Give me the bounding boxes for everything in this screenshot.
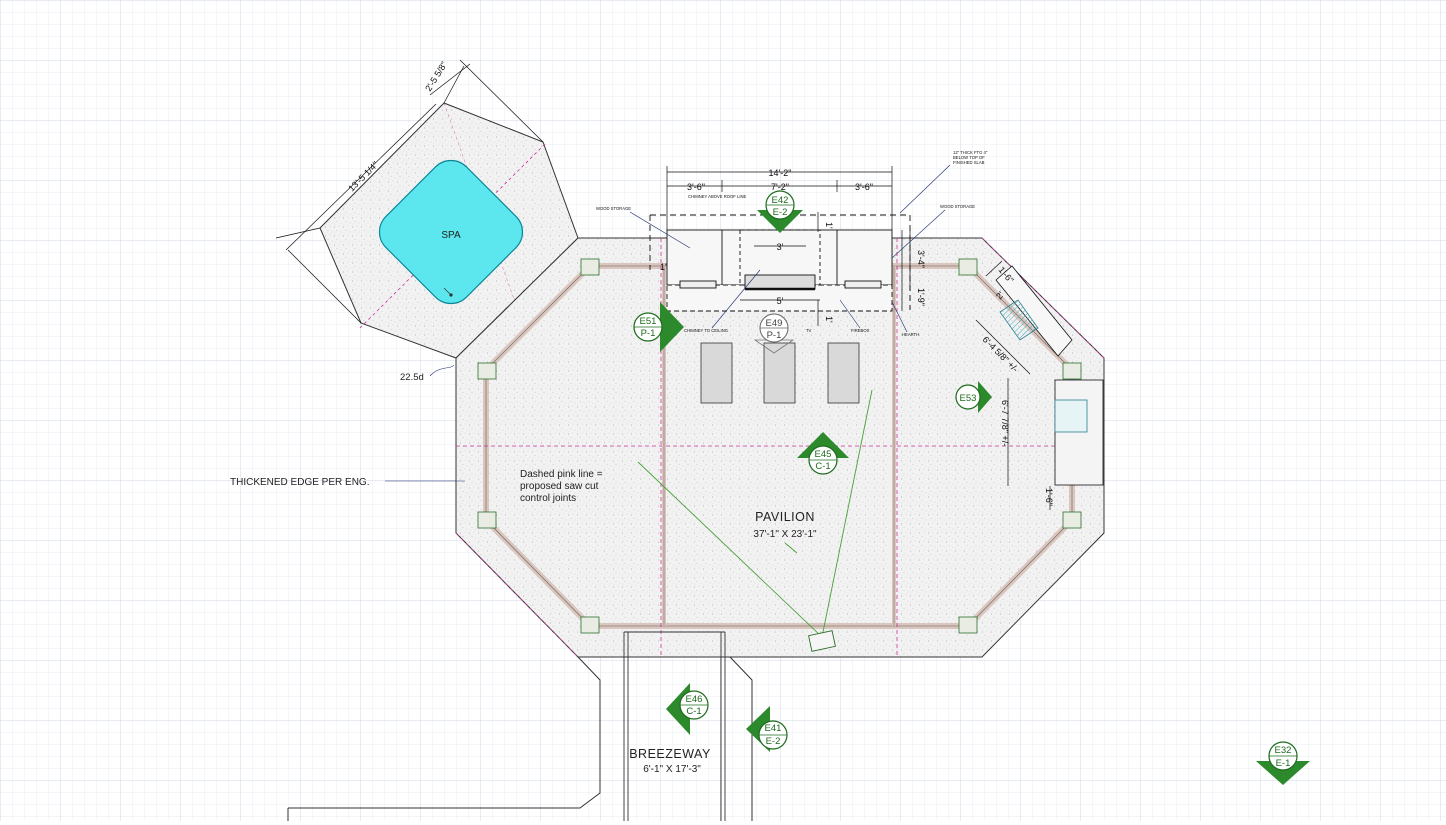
marker-e51-id: E51 — [640, 316, 657, 327]
elevation-marker-e49[interactable] — [753, 313, 795, 354]
chimney-to-ceiling-label: CHIMNEY TO CEILING — [684, 328, 728, 333]
saw-cut-note-1: Dashed pink line = — [520, 469, 603, 480]
elevation-marker-e42[interactable] — [757, 190, 803, 233]
marker-e42-sheet: E-2 — [773, 207, 788, 218]
marker-e41-sheet: E-2 — [766, 736, 781, 747]
tv-sightline — [637, 389, 873, 638]
small-one-c-dim: 1' — [824, 316, 834, 323]
marker-e51-sheet: P-1 — [641, 328, 656, 339]
angle-note: 22.5d — [400, 372, 424, 383]
marker-e32-sheet: E-1 — [1276, 758, 1291, 769]
breezeway-title: BREEZEWAY — [629, 747, 711, 761]
right-small-dim: 1'-6" — [1044, 488, 1054, 506]
fireplace-dimensions — [666, 166, 911, 326]
grill-dimensions — [975, 260, 1051, 510]
wood-storage-left-label: WOOD STORAGE — [596, 206, 631, 211]
chimney-dim: 7'-2" — [771, 182, 789, 192]
slab-note-3: FINISHED SLAB — [953, 160, 985, 165]
chimney-above-label: CHIMNEY ABOVE ROOF LINE — [688, 194, 747, 199]
marker-e46-id: E46 — [686, 694, 703, 705]
marker-e49-sheet: P-1 — [767, 330, 782, 341]
firebox-label: FIREBOX — [851, 328, 870, 333]
breezeway[interactable] — [623, 631, 726, 821]
saw-cut-note-2: proposed saw cut — [520, 481, 599, 492]
marker-e32-id: E32 — [1275, 745, 1292, 756]
slab-note-2: BELOW TOP OF — [953, 155, 985, 160]
hearth-label: HEARTH — [902, 332, 919, 337]
elevation-marker-e51[interactable] — [633, 302, 684, 352]
depth-b-dim: 1'-9" — [916, 288, 926, 306]
furniture-tables — [700, 342, 860, 404]
tv-camera — [808, 630, 836, 652]
grill-counter[interactable] — [995, 265, 1104, 486]
marker-e53-id: E53 — [960, 393, 977, 404]
marker-e46-sheet: C-1 — [686, 706, 701, 717]
grill-b-dim: 2' — [994, 289, 1006, 301]
saw-cut-note-3: control joints — [520, 493, 576, 504]
marker-e45-id: E45 — [815, 449, 832, 460]
wood-storage-right-label: WOOD STORAGE — [940, 204, 975, 209]
small-one-a-dim: 1' — [660, 262, 667, 272]
right-storage-dim: 3'-6" — [855, 182, 873, 192]
three-ft-dim: 3' — [777, 242, 784, 252]
fireplace-block[interactable] — [649, 214, 911, 312]
right-vertical-dim: 6'-7 7/8" +/- — [1000, 400, 1010, 446]
elevation-marker-e46[interactable] — [666, 683, 709, 735]
elevation-marker-e45[interactable] — [797, 432, 849, 475]
marker-e42-id: E42 — [772, 195, 789, 206]
elevation-marker-e53[interactable] — [955, 381, 992, 413]
elevation-marker-e41[interactable] — [746, 706, 788, 752]
post-footings — [477, 258, 1082, 634]
marker-e41-id: E41 — [765, 723, 782, 734]
marker-e45-sheet: C-1 — [815, 461, 830, 472]
walkways — [287, 656, 753, 821]
fireplace-total-dim: 14'-2" — [769, 168, 792, 178]
small-one-b-dim: 1' — [824, 222, 834, 229]
breezeway-size: 6'-1" X 17'-3" — [643, 764, 701, 775]
thickened-edge-note: THICKENED EDGE PER ENG. — [230, 477, 369, 488]
left-storage-dim: 3'-6" — [687, 182, 705, 192]
depth-a-dim: 3'-4" — [916, 250, 926, 268]
marker-e49-id: E49 — [766, 318, 783, 329]
five-ft-dim: 5' — [777, 296, 784, 306]
tv-label: TV — [806, 328, 812, 333]
slab-note-1: 12" THICK FTG 4" — [953, 150, 988, 155]
pavilion-size: 37'-1" X 23'-1" — [753, 529, 817, 540]
spa-label: SPA — [441, 230, 461, 241]
spa-dimensions — [275, 59, 544, 324]
pavilion-title: PAVILION — [755, 510, 815, 524]
elevation-marker-e32[interactable] — [1256, 741, 1310, 785]
spa-tub[interactable] — [370, 151, 531, 312]
leader-lines — [385, 164, 951, 482]
